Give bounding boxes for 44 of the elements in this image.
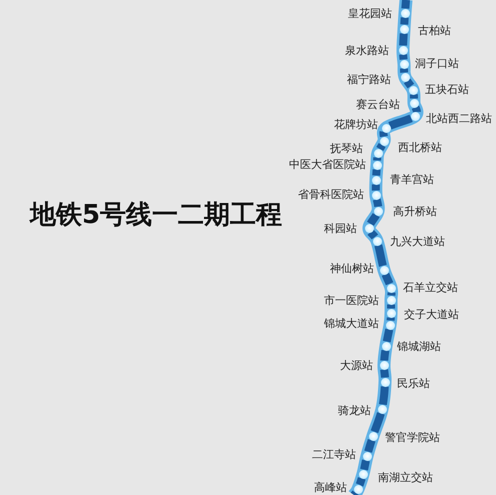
line-segment <box>403 77 415 90</box>
station-name: 九兴大道站 <box>390 234 445 248</box>
station-name: 骑龙站 <box>338 404 371 416</box>
station-name: 洞子口站 <box>415 56 459 70</box>
station-name: 交子大道站 <box>404 308 459 320</box>
station-name: 泉水路站 <box>345 44 389 56</box>
station-name: 高升桥站 <box>393 204 437 218</box>
station-name: 古柏站 <box>418 24 451 36</box>
station-name: 福宁路站 <box>347 72 391 86</box>
line-segment <box>366 211 380 228</box>
line-segment <box>356 474 366 489</box>
station-name: 青羊宫站 <box>390 172 434 186</box>
station-name: 二江寺站 <box>312 448 356 460</box>
line-segment <box>370 410 385 435</box>
station-name: 花牌坊站 <box>334 118 378 130</box>
line-segment <box>360 456 370 474</box>
station-name: 中医大省医院站 <box>289 158 366 170</box>
station-name: 市一医院站 <box>324 294 379 306</box>
line-segment <box>350 488 360 495</box>
line-segment <box>376 142 386 153</box>
title: 地铁5号线一二期工程 <box>30 199 282 231</box>
station-name: 五块石站 <box>425 82 469 96</box>
line-segment <box>374 242 387 270</box>
station-name: 锦城大道站 <box>324 316 379 330</box>
station-name: 民乐站 <box>397 376 430 390</box>
station-name: 科园站 <box>324 222 357 234</box>
line-segment <box>386 114 414 130</box>
station-name: 高峰站 <box>314 480 347 494</box>
station-name: 神仙树站 <box>330 262 374 274</box>
line-segment <box>382 326 394 345</box>
station-name: 北站西二路站 <box>426 112 492 124</box>
station-name: 皇花园站 <box>348 6 392 20</box>
station-name: 南湖立交站 <box>378 470 433 484</box>
station-name: 赛云台站 <box>356 98 400 110</box>
station-name: 大源站 <box>340 358 373 372</box>
station-name: 省骨科医院站 <box>298 188 364 200</box>
line-segment <box>401 0 410 12</box>
station-name: 西北桥站 <box>398 140 442 154</box>
line-segment <box>364 436 376 456</box>
station-name: 抚琴站 <box>330 142 363 154</box>
station-name: 石羊立交站 <box>403 280 458 294</box>
station-name: 锦城湖站 <box>397 340 441 352</box>
line-segment <box>382 270 394 288</box>
station-name: 警官学院站 <box>385 430 440 444</box>
